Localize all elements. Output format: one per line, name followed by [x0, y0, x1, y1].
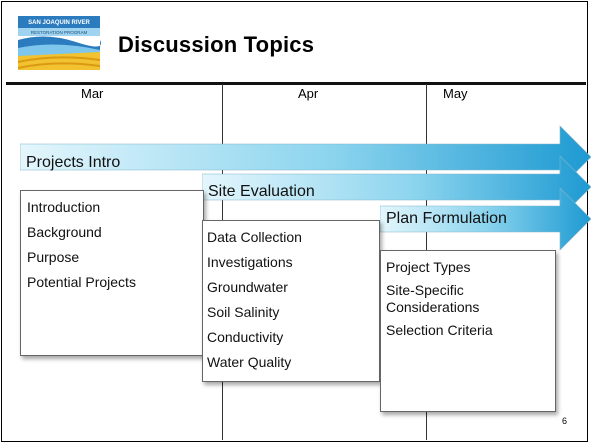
phase-label-projects-intro: Projects Intro [26, 154, 121, 171]
month-label-apr: Apr [298, 86, 319, 101]
topic-item: Selection Criteria [386, 322, 493, 338]
topic-item: Project Types [386, 259, 471, 275]
slide-title: Discussion Topics [118, 32, 315, 57]
topic-box-plan-formulation: Project Types Site-Specific Consideratio… [380, 250, 556, 412]
topic-item: Introduction [27, 199, 101, 215]
topic-item: Water Quality [207, 354, 292, 370]
program-logo: SAN JOAQUIN RIVER RESTORATION PROGRAM [16, 14, 102, 72]
phase-arrow-plan-formulation [380, 187, 591, 251]
topic-item: Potential Projects [27, 274, 136, 290]
phase-label-plan-formulation: Plan Formulation [386, 210, 507, 227]
page-number: 6 [561, 416, 567, 426]
svg-text:SAN JOAQUIN RIVER: SAN JOAQUIN RIVER [28, 20, 90, 26]
topic-box-site-evaluation: Data Collection Investigations Groundwat… [202, 220, 380, 382]
phase-label-site-evaluation: Site Evaluation [208, 183, 315, 200]
topic-item: Groundwater [207, 279, 288, 295]
month-label-may: May [443, 86, 468, 101]
topic-item: Investigations [207, 254, 293, 270]
topic-box-projects-intro: Introduction Background Purpose Potentia… [20, 190, 204, 356]
topic-item: Data Collection [207, 229, 302, 245]
topic-item: Soil Salinity [207, 304, 280, 320]
topic-item: Site-Specific Considerations [386, 282, 480, 315]
topic-item: Conductivity [207, 329, 284, 345]
phase-arrow-site-evaluation [202, 155, 591, 219]
topic-item: Background [27, 224, 102, 240]
month-label-mar: Mar [81, 86, 104, 101]
svg-text:RESTORATION PROGRAM: RESTORATION PROGRAM [31, 30, 88, 35]
title-divider [6, 82, 586, 85]
topic-item: Purpose [27, 249, 80, 265]
